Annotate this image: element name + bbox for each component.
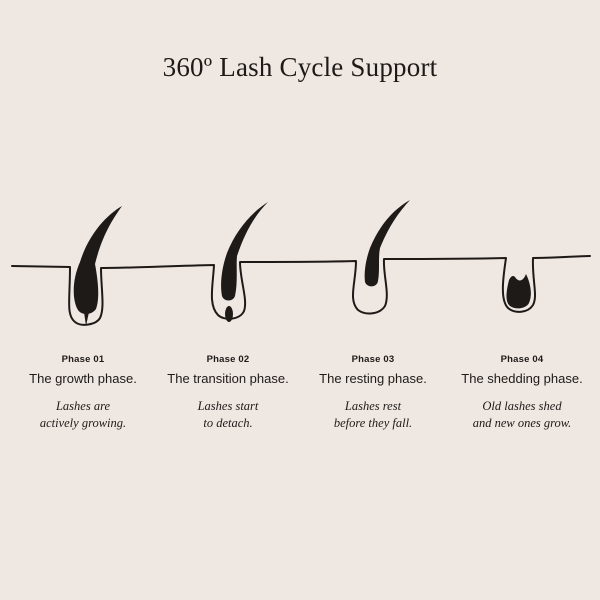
phase-03-description: Lashes rest before they fall. (298, 398, 448, 432)
phase-03-label: Phase 03 (351, 354, 395, 365)
phase-03-heading: The resting phase. (319, 371, 427, 386)
phase-03: Phase 03 The resting phase. Lashes rest … (298, 354, 448, 432)
phase-02-description-line-2: to detach. (203, 416, 253, 430)
phase-01-description-line-2: actively growing. (39, 416, 127, 430)
phase-03-description-line-2: before they fall. (333, 416, 413, 430)
phase-01: Phase 01 The growth phase. Lashes are ac… (8, 354, 158, 432)
phase-04-description-line-1: Old lashes shed (482, 399, 562, 413)
phase-04-description-line-2: and new ones grow. (472, 416, 572, 430)
phase-04-label: Phase 04 (500, 354, 544, 365)
phase-02: Phase 02 The transition phase. Lashes st… (153, 354, 303, 432)
phase-02-heading: The transition phase. (167, 371, 289, 386)
hair-phase-01 (73, 206, 122, 326)
page-title: 360º Lash Cycle Support (162, 52, 438, 82)
phase-02-label: Phase 02 (206, 354, 250, 365)
phase-02-description-line-1: Lashes start (197, 399, 259, 413)
phase-04: Phase 04 The shedding phase. Old lashes … (447, 354, 597, 432)
phase-02-description: Lashes start to detach. (153, 398, 303, 432)
phase-04-heading: The shedding phase. (461, 371, 583, 386)
phase-01-label: Phase 01 (61, 354, 105, 365)
hair-phase-02 (221, 202, 268, 322)
phase-01-description-line-1: Lashes are (55, 399, 111, 413)
phase-04-description: Old lashes shed and new ones grow. (447, 398, 597, 432)
lash-cycle-diagram (11, 200, 591, 326)
hair-phase-04 (506, 274, 531, 309)
phase-01-description: Lashes are actively growing. (8, 398, 158, 432)
phase-03-description-line-1: Lashes rest (344, 399, 402, 413)
skin-line (11, 255, 591, 326)
phase-01-heading: The growth phase. (29, 371, 137, 386)
hair-phase-03 (364, 200, 410, 287)
